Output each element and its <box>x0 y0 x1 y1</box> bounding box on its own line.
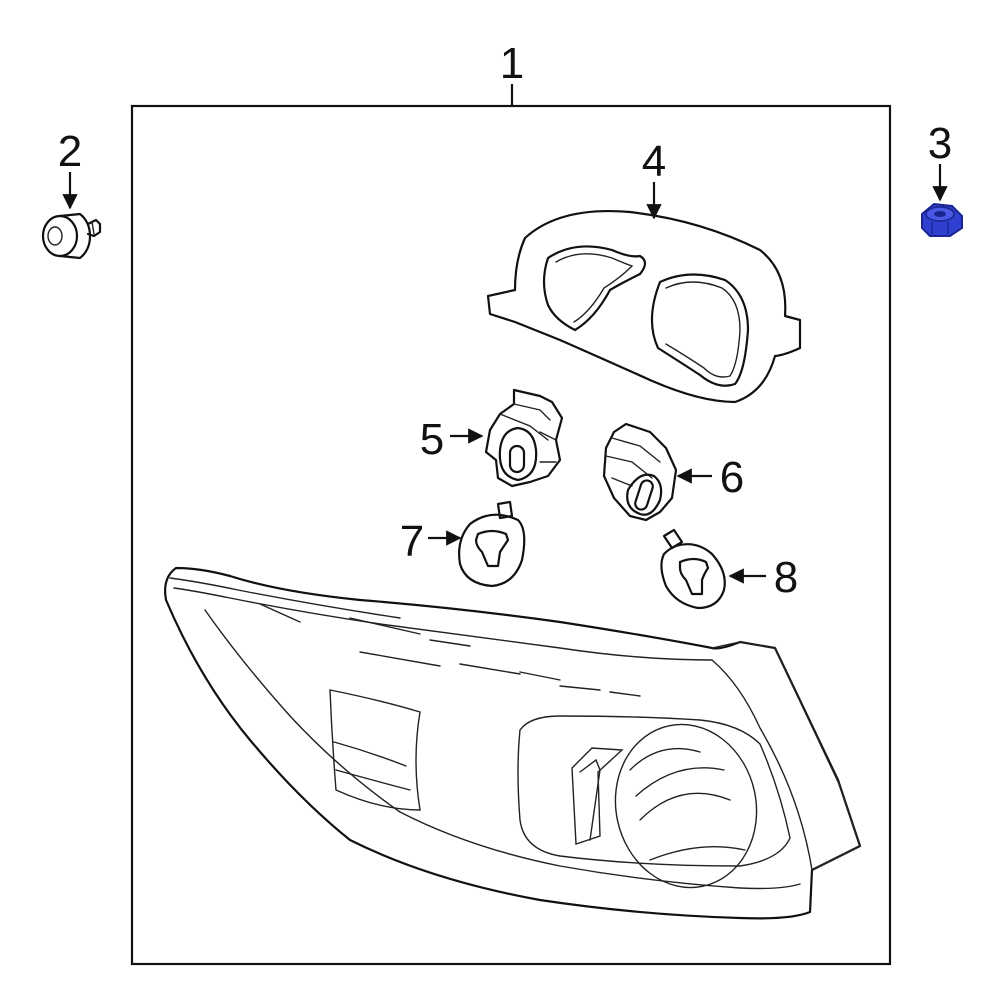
callout-4[interactable]: 4 <box>642 137 666 220</box>
callout-2-label: 2 <box>58 127 82 176</box>
callout-4-label: 4 <box>642 137 666 186</box>
callout-5-label: 5 <box>420 415 444 464</box>
callout-7[interactable]: 7 <box>400 517 462 566</box>
part-1-tail-lamp-housing[interactable] <box>164 566 862 920</box>
callout-6[interactable]: 6 <box>676 453 744 502</box>
callout-3[interactable]: 3 <box>928 119 952 202</box>
callout-8[interactable]: 8 <box>728 553 798 602</box>
callout-5[interactable]: 5 <box>420 415 484 464</box>
callout-1[interactable]: 1 <box>500 39 524 106</box>
callout-8-label: 8 <box>774 553 798 602</box>
part-2-screw[interactable] <box>41 212 102 260</box>
part-5-socket[interactable] <box>484 388 564 488</box>
callout-1-label: 1 <box>500 39 524 88</box>
callout-2[interactable]: 2 <box>58 127 82 210</box>
part-7-bulb[interactable] <box>458 500 526 588</box>
part-3-nut[interactable] <box>921 202 963 237</box>
callout-7-label: 7 <box>400 517 424 566</box>
part-6-socket[interactable] <box>602 422 678 522</box>
callout-6-label: 6 <box>720 453 744 502</box>
callout-3-label: 3 <box>928 119 952 168</box>
part-4-gasket[interactable] <box>486 209 802 404</box>
assembly-frame <box>130 104 892 966</box>
part-8-bulb[interactable] <box>660 528 726 610</box>
